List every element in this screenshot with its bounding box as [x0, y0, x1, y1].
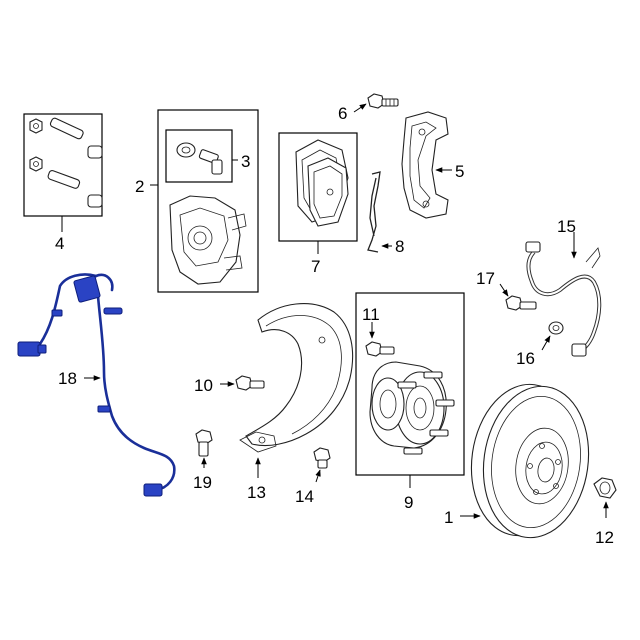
brake-pad-front-icon: [307, 157, 349, 227]
bleeder-nut-icon: [211, 159, 223, 175]
brake-hose-icon: [526, 250, 602, 354]
rotor-face-icon: [482, 385, 590, 539]
callout-15[interactable]: 15: [557, 217, 576, 236]
splash-shield-icon: [245, 303, 354, 447]
callout-19[interactable]: 19: [193, 473, 212, 492]
anti-rattle-clip-group[interactable]: 8: [367, 171, 404, 256]
callout-11[interactable]: 11: [362, 305, 380, 324]
shield-bolt-shank-icon: [249, 380, 265, 389]
hose-end-upper-icon: [525, 241, 541, 253]
bearing-housing-icon: [371, 377, 405, 431]
callout-5[interactable]: 5: [455, 162, 464, 181]
guide-pin-lower-icon: [47, 170, 81, 189]
bracket-bolt-group[interactable]: 6: [338, 93, 399, 123]
shield-screw-head-icon: [313, 447, 331, 463]
abs-sensor-group[interactable]: 18: [17, 273, 176, 497]
brake-pad-group[interactable]: 7: [278, 132, 358, 276]
callout-16[interactable]: 16: [516, 349, 535, 368]
hub-bolt-shank-icon: [379, 346, 395, 355]
callout-14[interactable]: 14: [295, 487, 314, 506]
shield-bolt-group[interactable]: 10: [194, 375, 265, 395]
wheel-stud-4-icon: [403, 447, 423, 455]
wheel-stud-3-icon: [429, 429, 449, 437]
abs-sensor-clip-icon: [103, 307, 123, 315]
bleeder-kit-box: [165, 129, 233, 183]
abs-sensor-bracket-icon: [73, 275, 101, 303]
callout-1[interactable]: 1: [444, 508, 453, 527]
caliper-bracket-icon: [401, 111, 449, 219]
abs-grommet-lower-icon: [97, 405, 111, 413]
guide-pin-kit-box: [23, 113, 103, 217]
caliper-body-icon: [169, 195, 241, 285]
caliper-bracket-group[interactable]: 5: [401, 111, 464, 219]
abs-sensor-head-icon: [143, 483, 163, 497]
wheel-stud-5-icon: [397, 381, 417, 389]
hub-bearing-group[interactable]: 11 9: [355, 292, 465, 512]
hub-nut-icon: [593, 477, 617, 499]
callout-9[interactable]: 9: [404, 493, 413, 512]
dust-cap-icon: [176, 142, 196, 158]
callout-17[interactable]: 17: [476, 269, 495, 288]
callout-4[interactable]: 4: [55, 234, 64, 253]
callout-12[interactable]: 12: [595, 528, 614, 547]
caliper-assembly-box: [157, 109, 259, 293]
splash-shield-group[interactable]: 13: [239, 303, 354, 502]
sensor-bolt-head-icon: [195, 429, 213, 445]
anti-rattle-clip-icon: [367, 171, 381, 253]
shield-screw-group[interactable]: 14: [295, 447, 331, 506]
callout-7[interactable]: 7: [311, 257, 320, 276]
brake-rotor-group[interactable]: 1: [444, 378, 598, 545]
pin-boot-upper-icon: [87, 145, 103, 159]
bolt-head-lower-icon: [29, 156, 43, 172]
abs-grommet-upper-icon: [51, 309, 63, 317]
abs-connector-tip-icon: [37, 344, 47, 354]
wheel-stud-2-icon: [435, 399, 455, 407]
callout-2[interactable]: 2: [135, 177, 144, 196]
callout-10[interactable]: 10: [194, 376, 213, 395]
bolt-head-upper-icon: [29, 118, 43, 134]
callout-18[interactable]: 18: [58, 369, 77, 388]
wheel-stud-1-icon: [423, 371, 443, 379]
callout-8[interactable]: 8: [395, 237, 404, 256]
brake-hose-group[interactable]: 15: [525, 217, 602, 357]
callout-13[interactable]: 13: [247, 483, 266, 502]
sensor-bolt-group[interactable]: 19: [193, 429, 213, 492]
banjo-bolt-group[interactable]: 17: [476, 269, 537, 311]
pin-boot-lower-icon: [87, 194, 103, 208]
guide-pin-upper-icon: [49, 117, 84, 140]
banjo-bolt-shank-icon: [519, 301, 537, 310]
sensor-bolt-shank-icon: [198, 441, 209, 457]
hub-nut-group[interactable]: 12: [593, 477, 617, 547]
guide-pin-kit-group[interactable]: 4: [23, 113, 103, 253]
shield-screw-shank-icon: [317, 459, 328, 469]
abs-connector-icon: [17, 341, 41, 357]
callout-3[interactable]: 3: [241, 152, 250, 171]
caliper-assembly-group[interactable]: 3 2: [135, 109, 259, 293]
hose-end-lower-icon: [571, 343, 587, 357]
callout-6[interactable]: 6: [338, 104, 347, 123]
hose-washer-group[interactable]: 16: [516, 321, 564, 368]
hose-washer-icon: [548, 321, 564, 335]
